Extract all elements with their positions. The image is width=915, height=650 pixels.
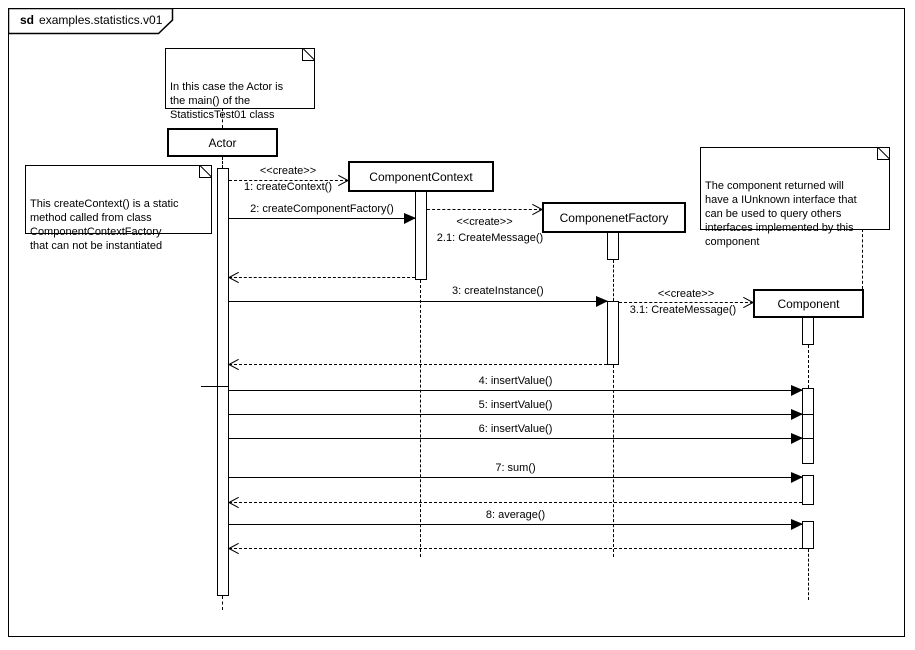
activation-factory-create[interactable] [607, 231, 619, 260]
lifeline-label-actor: Actor [208, 135, 237, 150]
return-arrow-average[interactable] [229, 548, 802, 549]
message-arrow-insert-value-3[interactable] [229, 433, 803, 444]
activation-component-insert3[interactable] [802, 438, 814, 464]
message-arrow-insert-value-2[interactable] [229, 409, 803, 420]
filled-arrowhead-icon [791, 433, 803, 444]
message-label-insert-value-3: 6: insertValue() [478, 423, 553, 435]
activation-actor[interactable] [217, 168, 229, 596]
message-label-create-message-31: 3.1: CreateMessage() [629, 304, 737, 316]
return-arrow-create-instance[interactable] [229, 364, 607, 365]
note-anchor-component [862, 229, 863, 289]
note-anchor-actor [222, 108, 223, 128]
return-arrow-sum[interactable] [229, 502, 802, 503]
frame-title-text: examples.statistics.v01 [39, 13, 163, 27]
frame-title: sd examples.statistics.v01 [20, 13, 162, 27]
note-fold-icon [877, 148, 889, 160]
activation-component-average[interactable] [802, 521, 814, 549]
note-component-text: The component returned will have a IUnkn… [705, 180, 857, 248]
lifeline-component-tail[interactable] [808, 549, 809, 600]
message-arrow-insert-value-1[interactable] [229, 385, 803, 396]
open-arrowhead-icon [229, 277, 230, 278]
message-label-sum: 7: sum() [495, 462, 536, 474]
open-arrowhead-icon [752, 302, 753, 303]
frame-name-tab[interactable] [8, 8, 175, 35]
message-label-create-component-factory: 2: createComponentFactory() [250, 203, 394, 215]
message-label-create-message-21: 2.1: CreateMessage() [436, 232, 544, 244]
message-label-insert-value-2: 5: insertValue() [478, 399, 553, 411]
note-actor[interactable]: In this case the Actor is the main() of … [165, 48, 315, 121]
lifeline-head-actor[interactable]: Actor [167, 128, 278, 157]
stereotype-label-create-2: <<create>> [456, 216, 513, 228]
note-fold-icon [199, 166, 211, 178]
filled-arrowhead-icon [791, 385, 803, 396]
stereotype-label-create-3: <<create>> [657, 288, 715, 300]
open-arrowhead-icon [347, 180, 348, 181]
message-label-create-instance: 3: createInstance() [452, 285, 544, 297]
lifeline-label-componenet-factory: ComponenetFactory [559, 210, 669, 225]
frame-keyword: sd [20, 13, 35, 27]
filled-arrowhead-icon [791, 519, 803, 530]
filled-arrowhead-icon [791, 472, 803, 483]
lifeline-label-component: Component [777, 296, 840, 311]
lifeline-actor[interactable] [222, 157, 223, 168]
note-create-context[interactable]: This createContext() is a static method … [25, 165, 212, 252]
diagram-frame [8, 8, 905, 637]
lifeline-componenet-factory-top[interactable] [613, 260, 614, 301]
filled-arrowhead-icon [404, 213, 416, 224]
lifeline-component-top[interactable] [808, 345, 809, 388]
message-arrow-average[interactable] [229, 519, 803, 530]
open-arrowhead-icon [229, 548, 230, 549]
lifeline-head-component-context[interactable]: ComponentContext [348, 161, 494, 192]
message-label-create-context: 1: createContext() [243, 181, 333, 193]
message-arrow-sum[interactable] [229, 472, 803, 483]
message-arrow-create-component[interactable] [619, 302, 753, 303]
note-fold-icon [302, 49, 314, 61]
lifeline-componenet-factory[interactable] [613, 365, 614, 557]
lifeline-actor-tail[interactable] [222, 596, 223, 610]
open-arrowhead-icon [229, 502, 230, 503]
note-create-context-text: This createContext() is a static method … [30, 198, 179, 252]
message-label-insert-value-1: 4: insertValue() [478, 375, 553, 387]
activation-factory[interactable] [607, 301, 619, 365]
message-label-average: 8: average() [485, 509, 546, 521]
note-actor-text: In this case the Actor is the main() of … [170, 81, 284, 121]
filled-arrowhead-icon [596, 296, 608, 307]
stereotype-label-create-1: <<create>> [259, 165, 317, 177]
activation-component-create[interactable] [802, 317, 814, 345]
message-arrow-create-context[interactable] [229, 180, 348, 181]
activation-component-sum[interactable] [802, 475, 814, 505]
return-arrow-create-component-factory[interactable] [229, 277, 415, 278]
lifeline-component-context[interactable] [420, 280, 421, 557]
open-arrowhead-icon [541, 209, 542, 210]
lifeline-head-componenet-factory[interactable]: ComponenetFactory [542, 202, 686, 233]
filled-arrowhead-icon [791, 409, 803, 420]
lifeline-label-component-context: ComponentContext [369, 169, 473, 184]
lifeline-head-component[interactable]: Component [753, 289, 864, 318]
message-arrow-create-factory[interactable] [427, 209, 542, 210]
note-component[interactable]: The component returned will have a IUnkn… [700, 147, 890, 248]
message-arrow-create-component-factory[interactable] [229, 213, 416, 224]
activation-component-insert2[interactable] [802, 414, 814, 439]
message-arrow-create-instance[interactable] [229, 296, 608, 307]
frame-tab-shape [8, 8, 174, 35]
activation-actor-segment-tick [201, 386, 229, 387]
activation-component-insert1[interactable] [802, 388, 814, 415]
open-arrowhead-icon [229, 364, 230, 365]
